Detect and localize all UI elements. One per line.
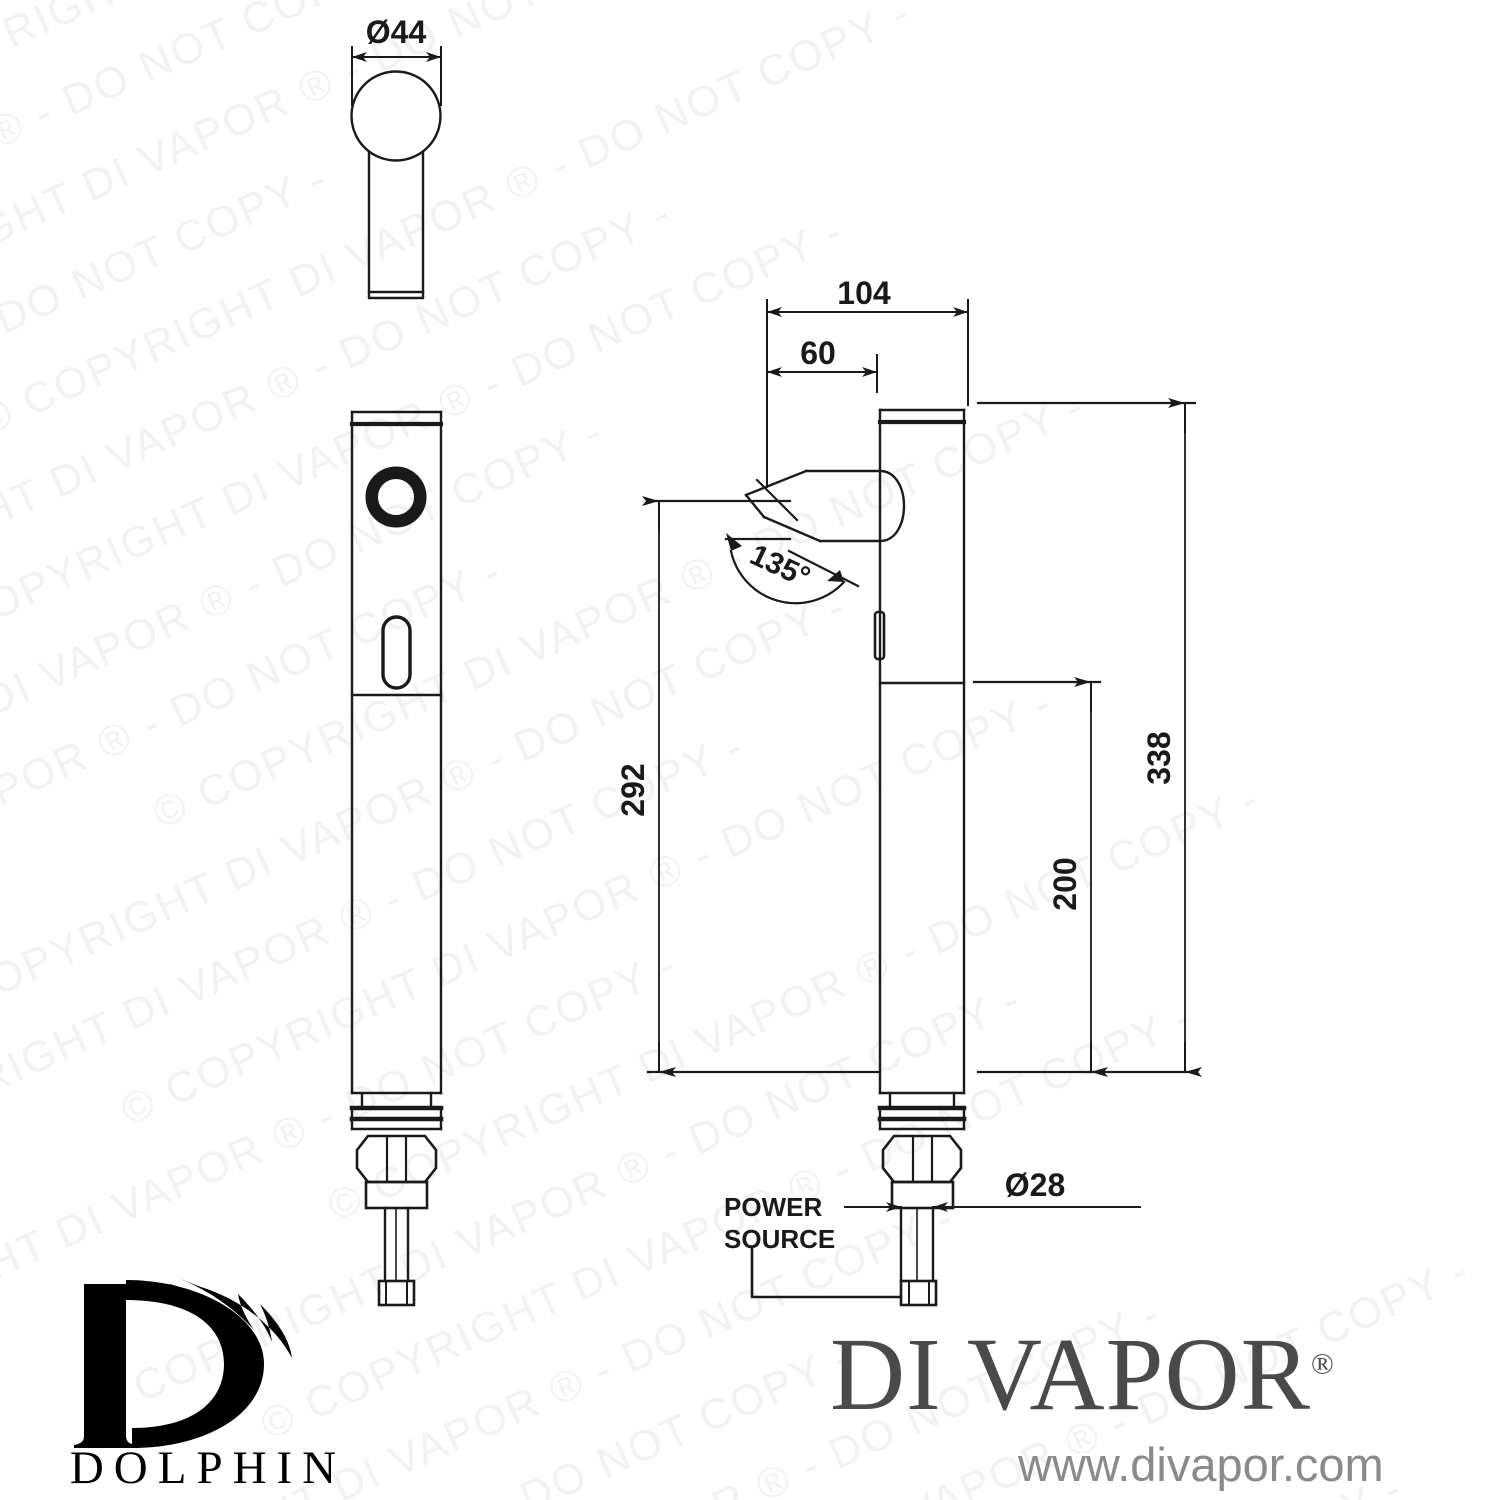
- dimension-label-292: 292: [615, 763, 651, 816]
- dimension-60: [766, 354, 878, 393]
- dimension-104: [766, 299, 969, 488]
- dimension-label-338: 338: [1141, 731, 1177, 784]
- divapor-name-text: DI VAPOR: [830, 1317, 1311, 1432]
- dolphin-logo: DOLPHIN: [58, 1276, 358, 1494]
- dimension-label-104: 104: [837, 275, 891, 311]
- dimension-label-dia44: Ø44: [366, 14, 427, 50]
- top-view-geometry: [350, 70, 442, 300]
- power-source-label-line2: SOURCE: [724, 1224, 835, 1254]
- dimension-292: [642, 496, 882, 1077]
- dimension-label-dia28: Ø28: [1005, 1167, 1065, 1203]
- dimension-dia44: [351, 46, 442, 106]
- dimension-338: [976, 398, 1202, 1077]
- dimension-label-200: 200: [1047, 857, 1083, 910]
- side-elevation-geometry: [349, 410, 444, 1307]
- power-source-label-line1: POWER: [724, 1192, 822, 1222]
- dimension-200: [972, 677, 1108, 1077]
- power-source-leader: [750, 1246, 903, 1299]
- divapor-wordmark: DI VAPOR®: [830, 1315, 1490, 1434]
- divapor-logo: DI VAPOR® www.divapor.com: [830, 1315, 1490, 1491]
- dolphin-d-logo-icon: [74, 1278, 292, 1448]
- dimension-135deg: [724, 533, 860, 605]
- divapor-website-url[interactable]: www.divapor.com: [1018, 1438, 1384, 1491]
- registered-trademark-icon: ®: [1310, 1347, 1334, 1381]
- dimension-label-60: 60: [800, 335, 836, 371]
- dimension-dia28: [844, 1202, 1141, 1237]
- dolphin-wordmark: DOLPHIN: [69, 1442, 347, 1494]
